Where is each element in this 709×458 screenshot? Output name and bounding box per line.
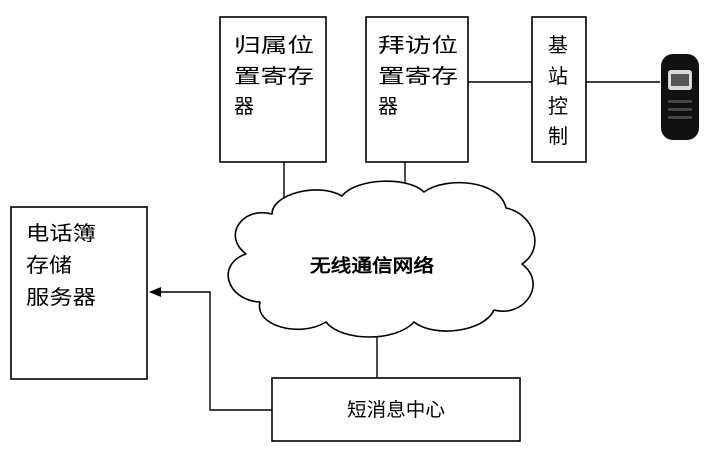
bsc-node: 基 站 控 制 [531, 16, 587, 163]
network-label: 无线通信网络 [310, 255, 434, 277]
phonebook-label-line2: 存储 [26, 253, 72, 277]
vlr-label-line3: 器 [378, 94, 398, 118]
sms-center-node: 短消息中心 [271, 377, 521, 442]
vlr-label-line1: 拜访位 [378, 33, 458, 57]
bsc-label-char4: 制 [548, 124, 568, 148]
phonebook-label-line3: 服务器 [26, 285, 96, 309]
phonebook-server-node: 电话簿 存储 服务器 [10, 206, 148, 380]
phonebook-sms-arrow [149, 287, 283, 415]
vlr-label-line2: 置寄存 [378, 64, 458, 88]
hlr-node: 归属位 置寄存 器 [219, 16, 327, 163]
bsc-label-char1: 基 [548, 33, 568, 57]
sms-center-label: 短消息中心 [347, 399, 445, 421]
network-cloud: 无线通信网络 [227, 180, 536, 338]
mobile-phone-icon [661, 54, 699, 140]
hlr-label-line3: 器 [234, 94, 254, 118]
bsc-label-char2: 站 [548, 64, 568, 88]
vlr-node: 拜访位 置寄存 器 [365, 16, 469, 163]
hlr-label-line2: 置寄存 [234, 64, 314, 88]
phonebook-label-line1: 电话簿 [26, 221, 96, 245]
bsc-label-char3: 控 [548, 94, 568, 118]
hlr-label-line1: 归属位 [234, 33, 314, 57]
